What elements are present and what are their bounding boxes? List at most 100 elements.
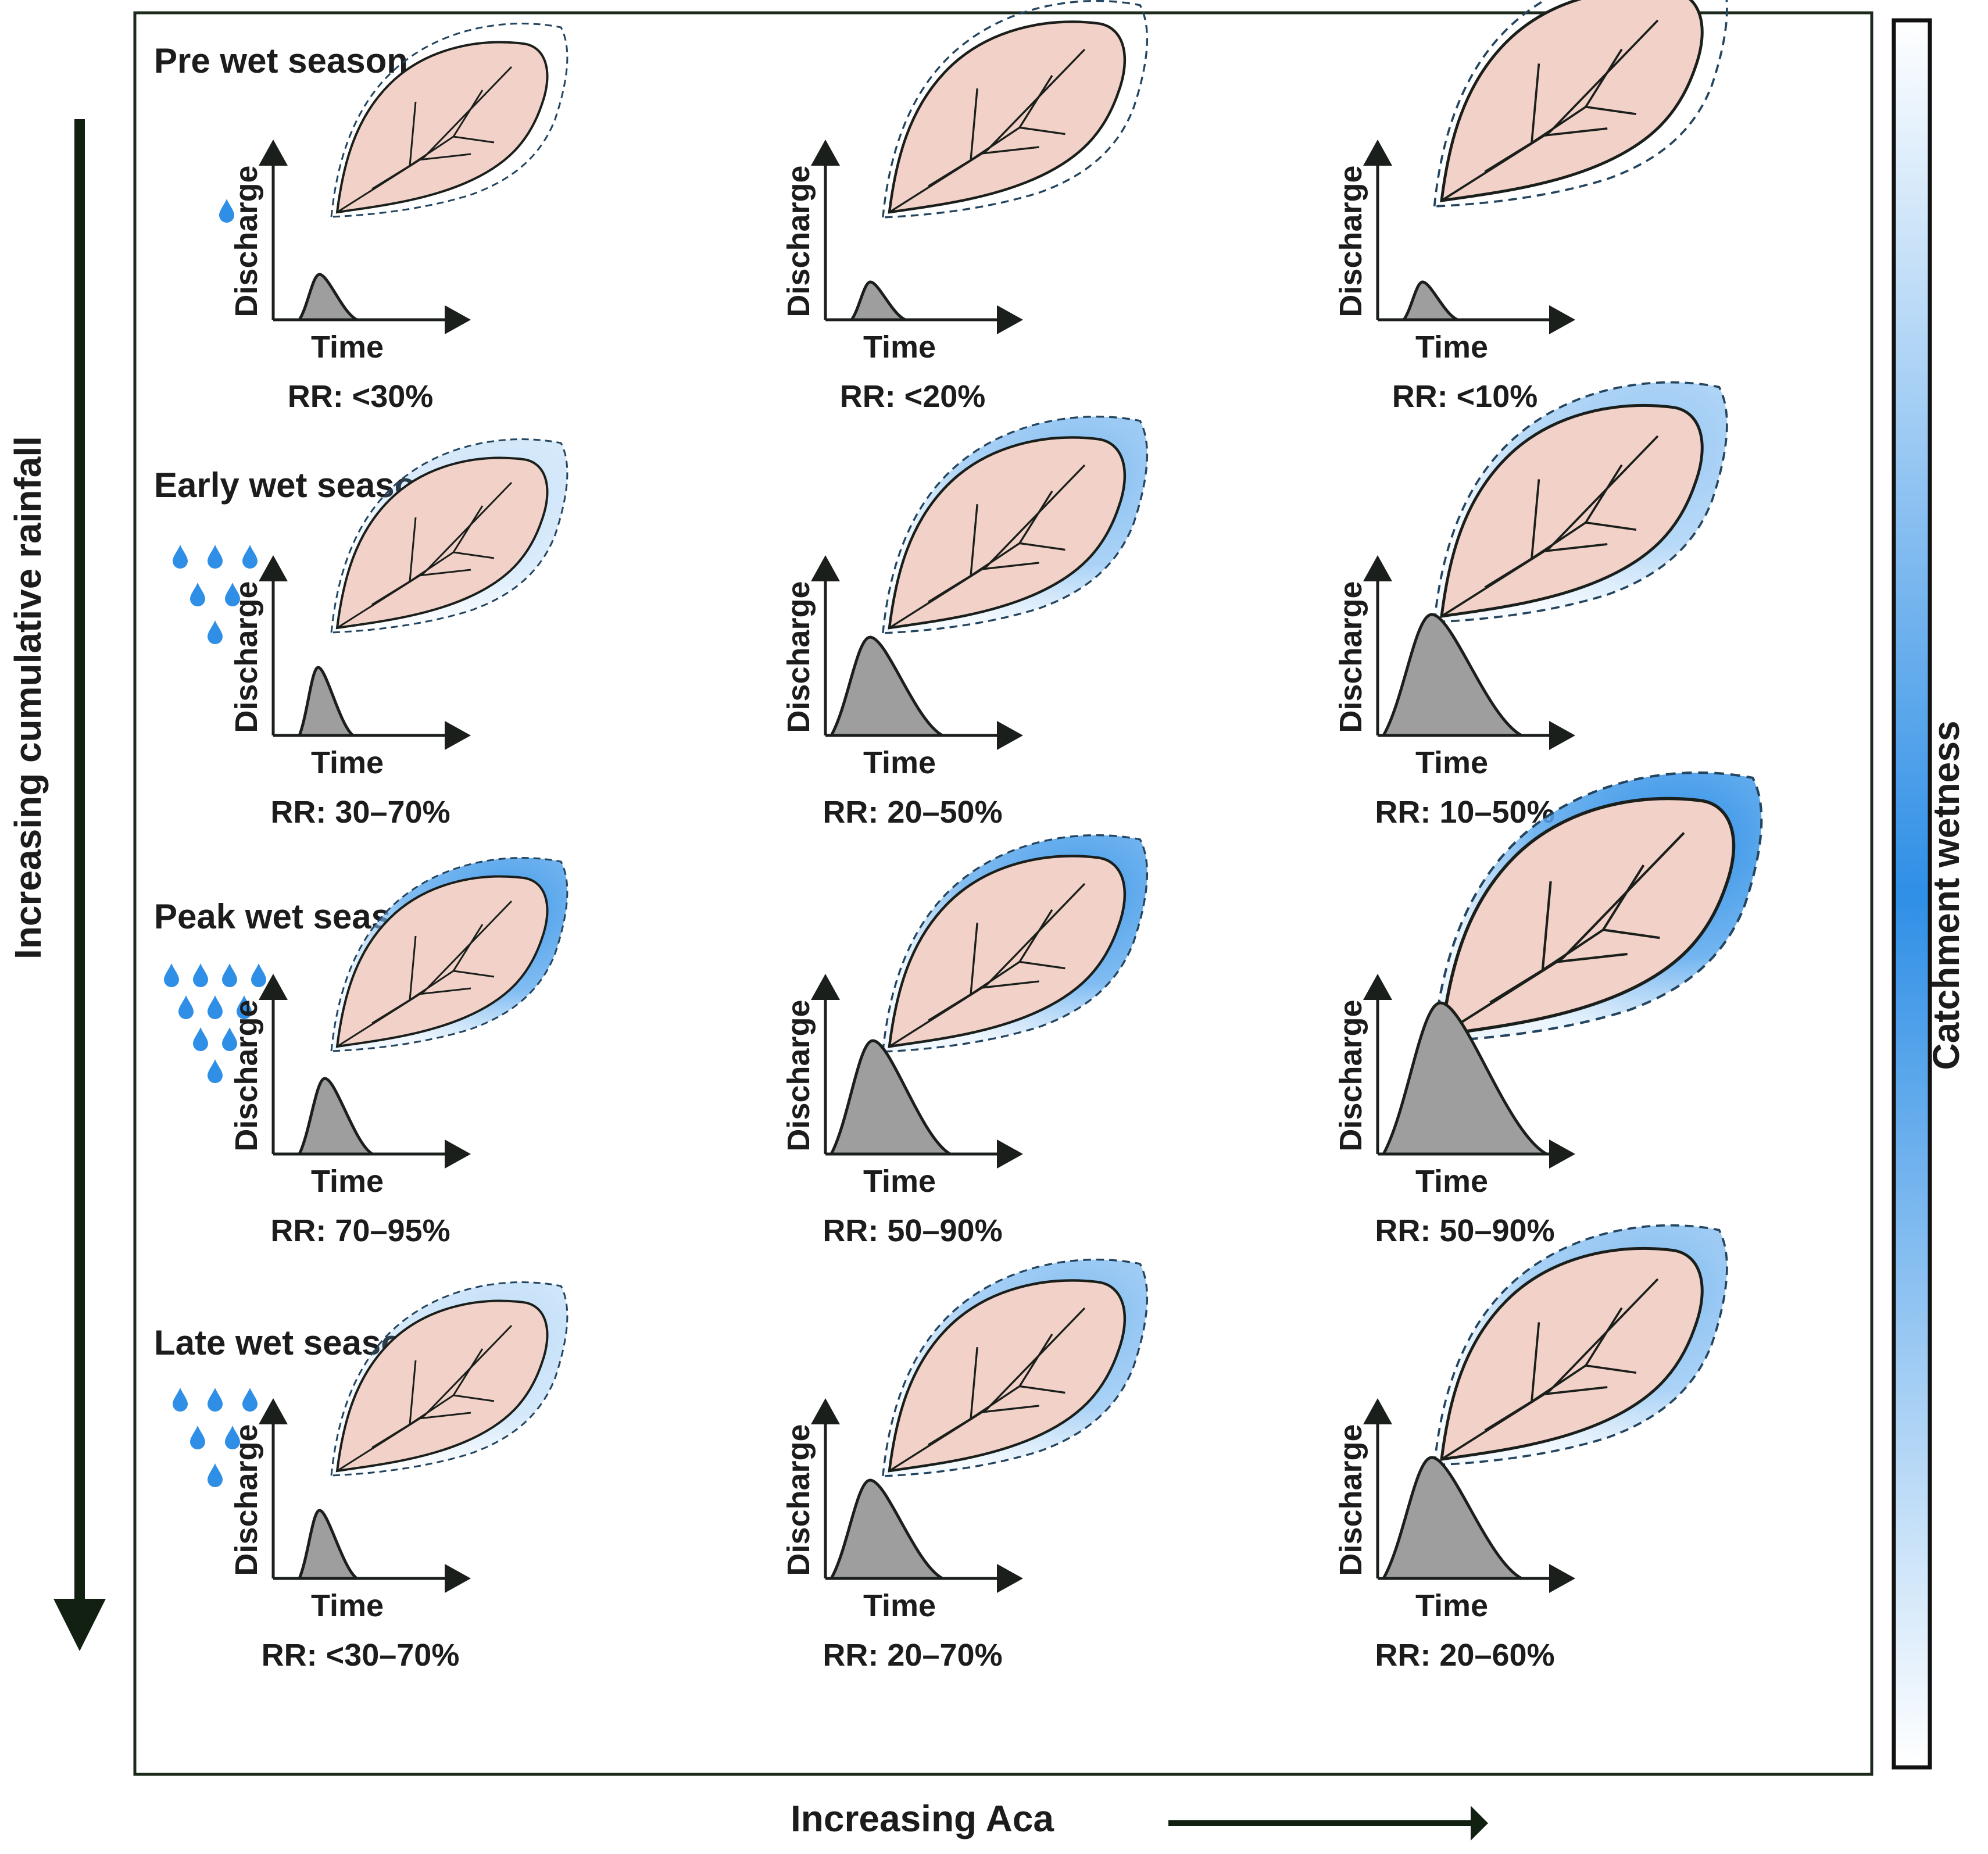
stream-network [418,987,471,995]
raindrops [219,199,234,223]
discharge-axis-label: Discharge [781,581,816,733]
time-axis-label: Time [311,745,384,780]
stream-network [980,1405,1039,1413]
hydrograph-peak [828,1039,956,1156]
raindrop-icon [164,963,179,987]
catchment-wetness-bar [1892,18,1932,1770]
stream-network [418,569,471,577]
time-axis-label: Time [311,1164,384,1199]
discharge-axis-label: Discharge [1333,999,1368,1151]
stream-network [1554,952,1628,963]
hydrograph-peak [297,1077,378,1156]
time-axis-label: Time [863,1588,936,1623]
stream-network [453,970,495,978]
catchment-boundary [1440,1246,1704,1461]
bottom-axis-label: Increasing Aca [791,1798,1054,1839]
catchment-boundary [1439,796,1736,1037]
time-axis-label: Time [1415,1164,1488,1199]
catchment-leaf [881,415,1149,634]
raindrop-icon [208,1059,223,1083]
raindrop-icon [237,995,252,1019]
discharge-axis-label: Discharge [229,165,264,317]
hydrograph-peak [297,666,357,737]
left-axis-label: Increasing cumulative rainfall [7,436,49,959]
runoff-ratio-label: RR: 50–90% [823,1213,1002,1248]
stream-network [980,562,1039,570]
stream-network [1585,1364,1637,1374]
stream-network [1542,1386,1608,1396]
time-axis-label: Time [311,330,384,365]
stream-network [1585,521,1637,531]
runoff-ratio-label: RR: <30% [288,379,434,414]
catchment-wetness-label: Catchment wetness [1925,720,1967,1070]
stream-network [980,146,1039,155]
discharge-axis-label: Discharge [781,1424,816,1576]
catchment-boundary [1440,0,1704,202]
hydrograph-peak [849,280,906,321]
raindrop-icon [193,1027,208,1051]
catchment-leaf [330,438,568,634]
time-axis-label: Time [863,1164,936,1199]
runoff-ratio-label: RR: <30–70% [262,1638,460,1673]
raindrop-icon [178,995,194,1019]
time-axis-label: Time [311,1588,384,1623]
stream-network [980,980,1039,989]
saturated-area-outline [330,23,568,218]
runoff-ratio-label: RR: 50–90% [1375,1213,1554,1248]
time-axis-label: Time [1415,745,1488,780]
raindrop-icon [225,583,240,606]
stream-network [1019,960,1065,970]
raindrop-icon [219,199,234,223]
catchment-leaf [330,1281,568,1477]
runoff-ratio-label: RR: 20–50% [823,795,1002,830]
main-frame [133,11,1873,1776]
raindrops [173,545,258,644]
catchment-leaf [1433,0,1728,208]
catchment-leaf [330,23,568,218]
raindrop-icon [225,1426,240,1449]
left-arrow [53,119,106,1651]
raindrops [173,1388,258,1487]
stream-network [1585,105,1637,116]
hydrograph-peak [828,1478,943,1580]
discharge-axis-label: Discharge [781,165,816,317]
runoff-ratio-label: RR: 10–50% [1375,795,1554,830]
hydrograph-peak [828,635,943,737]
stream-network [1019,542,1065,551]
discharge-axis-label: Discharge [229,581,264,733]
catchment-boundary [1440,403,1704,618]
runoff-ratio-label: RR: 20–70% [823,1638,1002,1673]
runoff-ratio-label: RR: 70–95% [270,1213,450,1248]
catchment-boundary [888,1279,1127,1473]
catchment-leaf [1433,1224,1728,1466]
catchment-leaf [330,857,568,1052]
season-title-pre: Pre wet season [154,41,408,80]
hydrograph-peak [1381,1456,1522,1580]
stream-network [453,135,495,144]
raindrop-icon [173,1388,188,1412]
stream-network [1603,928,1660,939]
catchment-leaf [881,0,1149,219]
raindrop-icon [242,1388,258,1412]
stream-network [1542,543,1608,553]
catchment-boundary [888,855,1127,1048]
raindrop-icon [208,620,223,644]
runoff-ratio-label: RR: <20% [840,379,986,414]
time-axis-label: Time [1415,1588,1488,1623]
catchment-leaf [1433,381,1728,623]
time-axis-label: Time [863,330,936,365]
raindrop-icon [242,545,258,569]
catchment-leaf [881,1258,1149,1477]
raindrop-icon [222,1027,237,1051]
raindrop-icon [190,1426,205,1449]
